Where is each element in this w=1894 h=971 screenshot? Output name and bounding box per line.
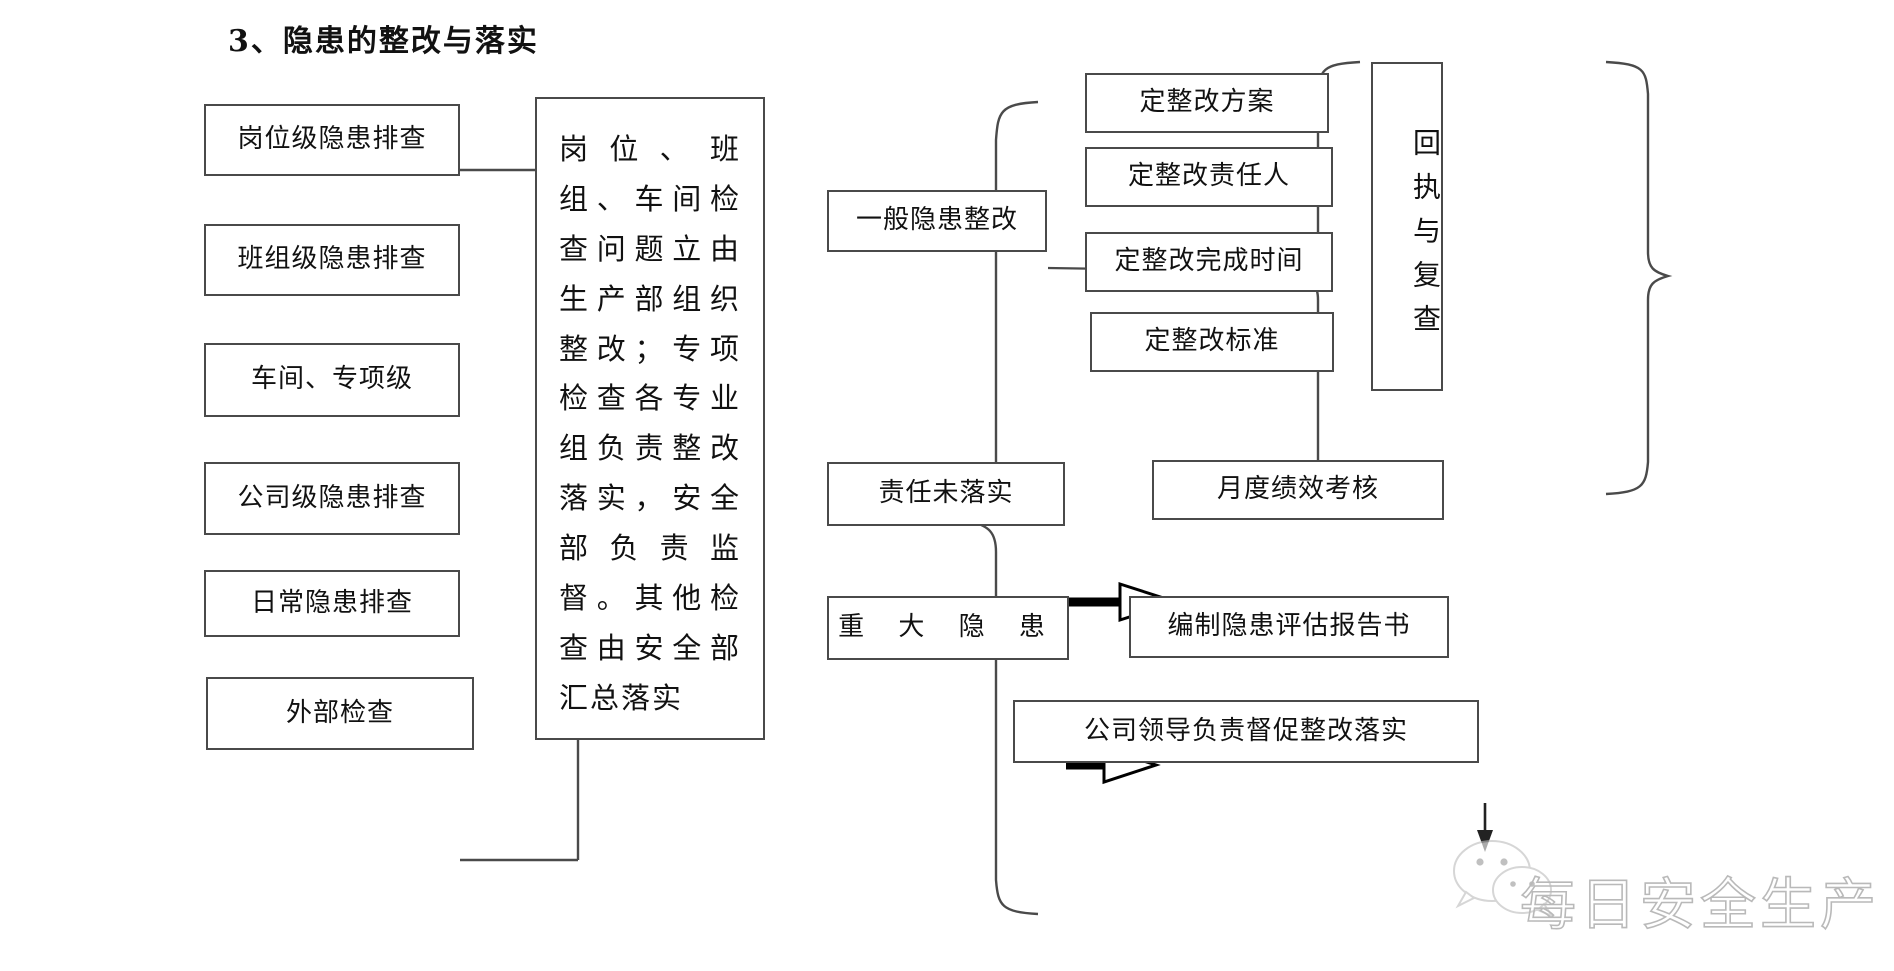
node-label: 责任未落实 xyxy=(878,478,1014,509)
node-label: 公司级隐患排查 xyxy=(237,482,427,513)
node-label: 定整改责任人 xyxy=(1127,161,1290,192)
node-label: 定整改完成时间 xyxy=(1114,246,1304,277)
branch-responsibility-not-implemented[interactable]: 责任未落实 xyxy=(827,462,1065,526)
sidebar-item-workshop-special-level[interactable]: 车间、专项级 xyxy=(204,343,460,417)
node-label: 车间、专项级 xyxy=(250,364,413,395)
watermark-text: 每日安全生产 xyxy=(1519,872,1880,939)
wechat-icon xyxy=(1453,840,1555,919)
rectify-steps-brace-right xyxy=(1605,60,1673,496)
branch-general-hazard-rectification[interactable]: 一般隐患整改 xyxy=(827,190,1047,252)
rectify-step-deadline[interactable]: 定整改完成时间 xyxy=(1085,232,1333,292)
sidebar-item-post-level[interactable]: 岗位级隐患排查 xyxy=(204,104,460,176)
rectify-step-standard[interactable]: 定整改标准 xyxy=(1090,312,1334,372)
receipt-and-review-box[interactable]: 回执与复查 xyxy=(1371,62,1443,391)
node-label: 重 大 隐 患 xyxy=(838,612,1058,643)
sidebar-item-daily-inspection[interactable]: 日常隐患排查 xyxy=(204,570,460,637)
center-process-box[interactable]: 岗位、班组、车间检查问题立由生产部组织整改；专项检查各专业组负责整改落实，安全部… xyxy=(535,97,765,740)
node-label: 回执与复查 xyxy=(1409,127,1442,348)
sidebar-item-company-level[interactable]: 公司级隐患排查 xyxy=(204,462,460,535)
leader-supervises-rectification[interactable]: 公司领导负责督促整改落实 xyxy=(1013,700,1479,763)
branch-major-hazard[interactable]: 重 大 隐 患 xyxy=(827,596,1069,660)
node-label: 外部检查 xyxy=(285,697,394,728)
center-process-text: 岗位、班组、车间检查问题立由生产部组织整改；专项检查各专业组负责整改落实，安全部… xyxy=(559,132,741,715)
watermark: 每日安全生产 xyxy=(1448,838,1878,950)
node-label: 定整改方案 xyxy=(1139,87,1275,118)
node-label: 编制隐患评估报告书 xyxy=(1167,611,1411,642)
page-title: 3、隐患的整改与落实 xyxy=(228,24,539,59)
monthly-performance-review[interactable]: 月度绩效考核 xyxy=(1152,460,1444,520)
node-label: 公司领导负责督促整改落实 xyxy=(1083,715,1408,746)
node-label: 一般隐患整改 xyxy=(855,205,1018,236)
node-label: 班组级隐患排查 xyxy=(237,244,427,275)
rectify-step-plan[interactable]: 定整改方案 xyxy=(1085,73,1329,133)
sidebar-item-external-inspection[interactable]: 外部检查 xyxy=(206,677,474,750)
sidebar-item-team-level[interactable]: 班组级隐患排查 xyxy=(204,224,460,296)
hazard-assessment-report[interactable]: 编制隐患评估报告书 xyxy=(1129,596,1449,658)
node-label: 月度绩效考核 xyxy=(1216,474,1379,505)
node-label: 定整改标准 xyxy=(1144,326,1280,357)
arrow-report-to-leader xyxy=(1477,803,1493,852)
rectify-step-owner[interactable]: 定整改责任人 xyxy=(1085,147,1333,207)
node-label: 岗位级隐患排查 xyxy=(237,124,427,155)
node-label: 日常隐患排查 xyxy=(250,587,413,618)
